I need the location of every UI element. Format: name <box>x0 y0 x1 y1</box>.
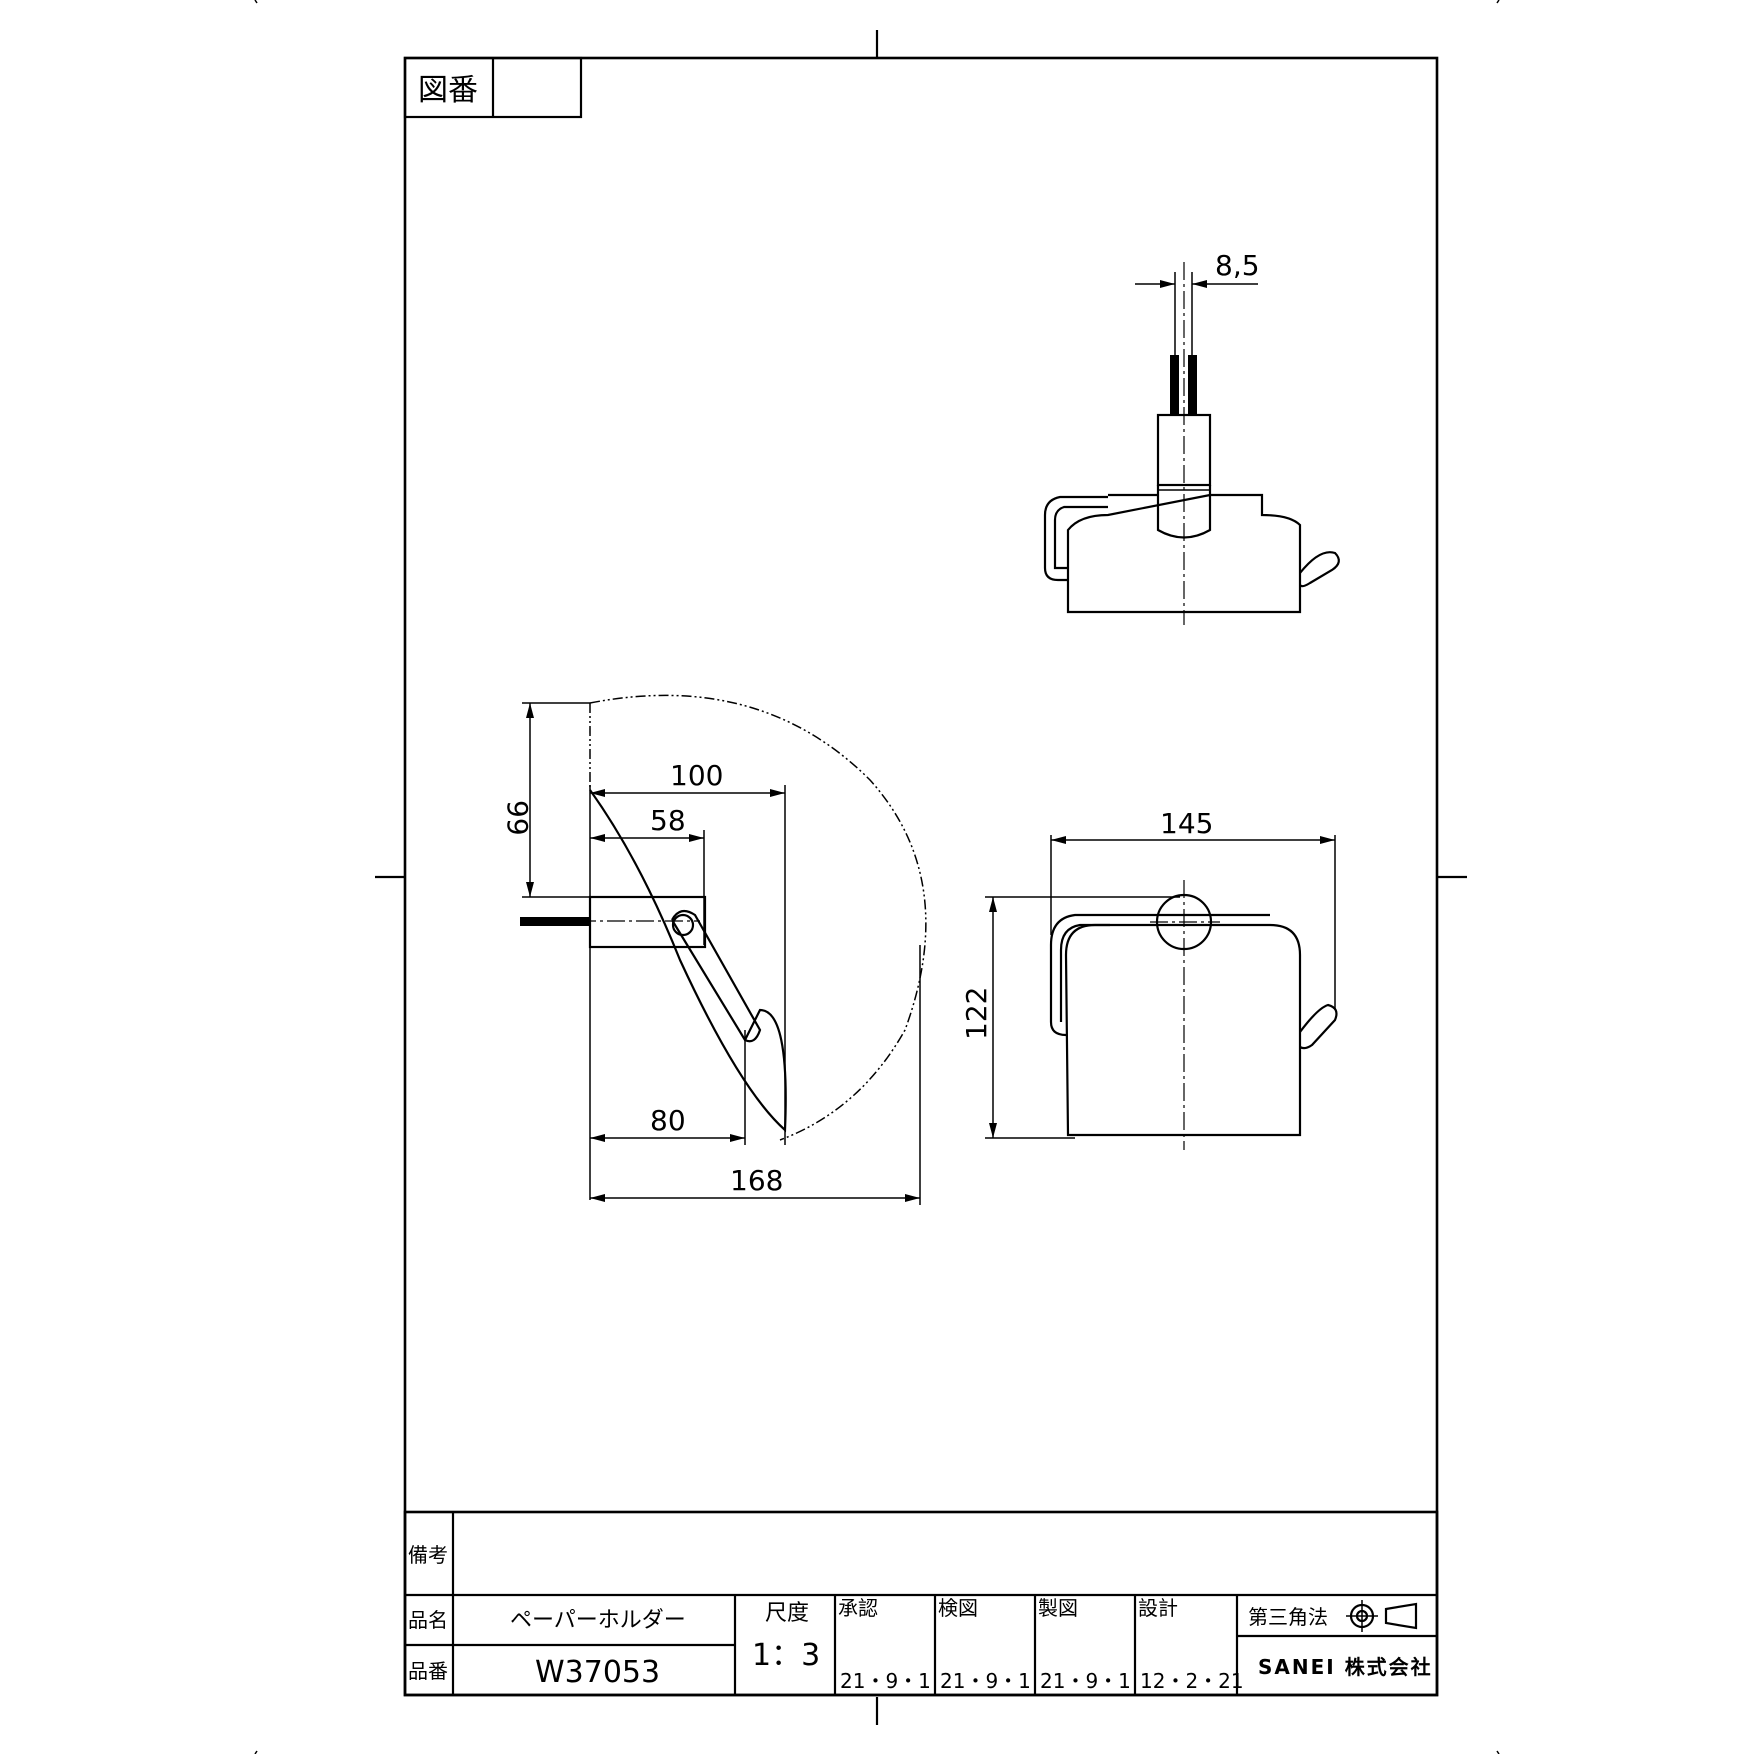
drafting-label: 製図 <box>1038 1596 1078 1620</box>
dim-width: 145 <box>1160 807 1213 840</box>
sheet-marks <box>254 0 1500 1754</box>
side-view: 99 100 58 80 <box>501 694 927 1205</box>
scale-label: 尺度 <box>765 1601 809 1626</box>
check-label: 検図 <box>938 1596 978 1620</box>
sheet-border <box>403 56 1439 1697</box>
remarks-label: 備考 <box>408 1543 448 1567</box>
dim-height: 122 <box>960 987 993 1040</box>
product-number: W37053 <box>535 1655 660 1690</box>
projection-label: 第三角法 <box>1248 1605 1328 1629</box>
drawing-number-label: 図番 <box>418 73 478 108</box>
design-date: 12・2・21 <box>1140 1669 1244 1693</box>
check-date: 21・9・1 <box>940 1669 1031 1693</box>
drawing-number-box: 図番 <box>403 56 583 119</box>
dim-arm-depth: 58 <box>650 804 686 837</box>
product-number-label: 品番 <box>408 1659 448 1683</box>
front-view: 145 122 <box>960 807 1338 1150</box>
title-block: 備考 品名 ペーパーホルダー 品番 W37053 尺度 1：3 承認 21・9・… <box>403 1510 1439 1697</box>
dim-body-depth: 100 <box>670 759 723 792</box>
dim-top-height: 99 <box>501 800 534 836</box>
approval-date: 21・9・1 <box>840 1669 931 1693</box>
dim-roll-offset: 80 <box>650 1104 686 1137</box>
dim-shaft-diameter: 8,5 <box>1215 249 1260 282</box>
top-view: 8,5 <box>1043 249 1340 625</box>
dim-total-depth: 168 <box>730 1164 783 1197</box>
approval-label: 承認 <box>838 1596 878 1620</box>
product-name-label: 品名 <box>408 1608 448 1632</box>
product-name: ペーパーホルダー <box>510 1608 686 1633</box>
drafting-date: 21・9・1 <box>1040 1669 1131 1693</box>
company-name: SANEI 株式会社 <box>1258 1655 1433 1679</box>
design-label: 設計 <box>1138 1596 1178 1620</box>
scale-value: 1：3 <box>752 1638 820 1673</box>
third-angle-projection-icon <box>1346 1600 1418 1632</box>
